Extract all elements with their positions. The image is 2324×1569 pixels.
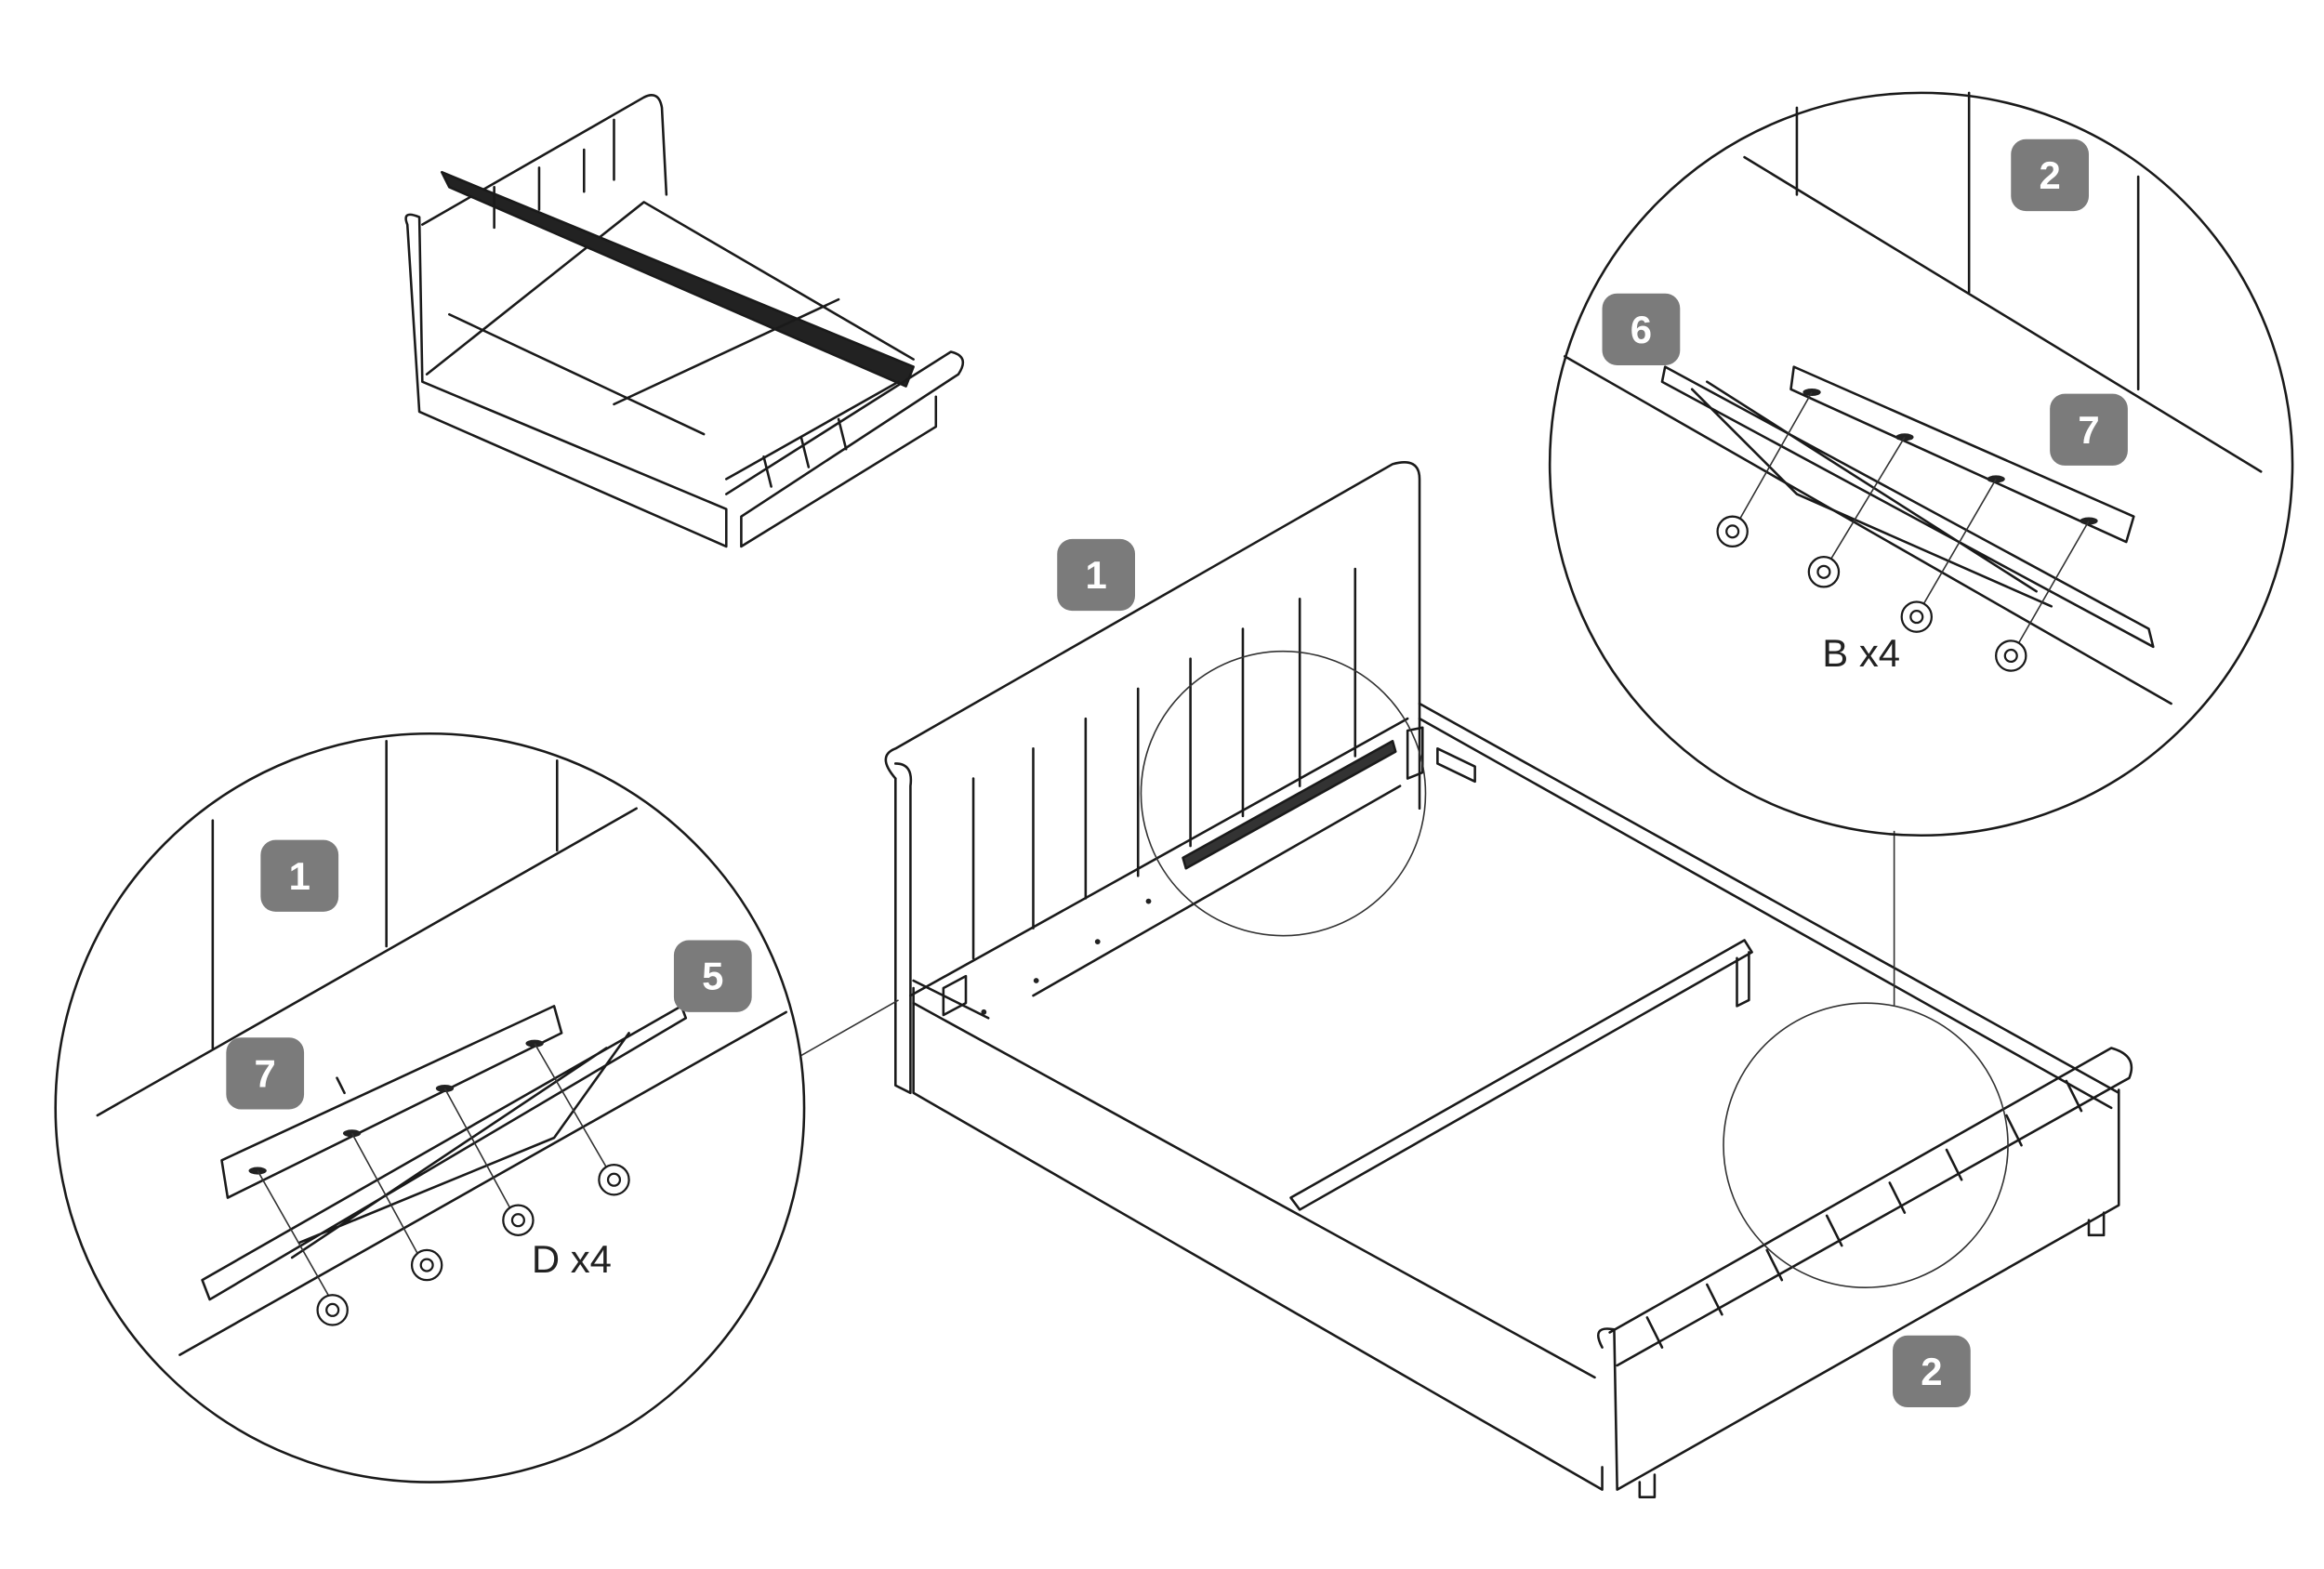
part-badge-right-2: 2 [2011,138,2090,212]
screw-icon [502,1204,535,1236]
svg-text:2: 2 [1921,1350,1942,1393]
svg-text:7: 7 [255,1051,276,1095]
part-badge-left-5: 5 [673,940,752,1012]
screw-icon [598,1163,630,1196]
pegboard-holes [981,898,1152,1015]
svg-text:5: 5 [702,955,723,998]
part-badge-footboard: 2 [1893,1335,1971,1408]
highlight-circle-headboard-joint [1140,650,1427,937]
part-badge-left-1: 1 [260,839,339,912]
highlight-circle-footboard-joint [1723,1002,2009,1288]
screw-icon [410,1248,443,1282]
svg-text:2: 2 [2039,153,2060,197]
screw-icon [1900,600,1934,633]
svg-text:6: 6 [1631,308,1652,351]
screw-icon [316,1294,349,1326]
rail-part-7 [220,1005,563,1199]
svg-text:1: 1 [289,854,310,898]
detail-circle-left: D x4 [54,732,806,1483]
svg-text:7: 7 [2078,408,2099,452]
part-badge-right-7: 7 [2050,393,2128,466]
detail-circle-right: B x4 [1548,91,2294,837]
main-bed-frame [884,461,2133,1498]
rail-part-7 [1789,365,2135,544]
preview-bed-lifted [404,94,965,548]
screw-icon [1716,515,1749,548]
screw-icon [1807,556,1841,588]
svg-text:1: 1 [1085,553,1106,597]
part-badge-headboard: 1 [1057,538,1136,612]
leader-line-left [800,999,899,1057]
fastener-qty-label: D x4 [532,1237,612,1281]
part-badge-left-7: 7 [226,1037,305,1110]
part-badge-right-6: 6 [1602,293,1681,366]
fastener-qty-label: B x4 [1822,631,1900,675]
screw-icon [1995,639,2027,672]
